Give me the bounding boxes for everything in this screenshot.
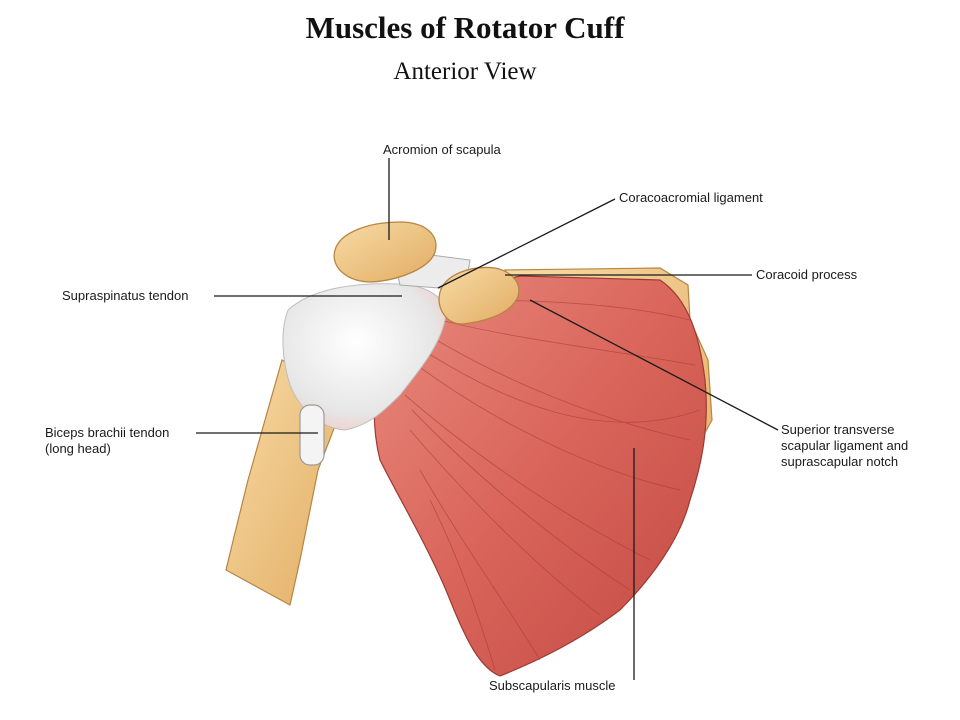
label-biceps-line1: Biceps brachii tendon [45,425,170,440]
muscle-fibers [404,299,701,671]
label-superior-line1: Superior transverse [781,422,895,437]
label-superior-line2: scapular ligament and [781,438,909,453]
label-superior-transverse: Superior transverse scapular ligament an… [781,422,908,470]
coracoid-shape [438,266,520,325]
label-acromion: Acromion of scapula [383,142,501,157]
label-coracoid-process: Coracoid process [756,267,858,282]
leader-superior [529,299,779,431]
label-subscapularis-muscle: Subscapularis muscle [489,678,616,693]
label-superior-line3: suprascapular notch [781,454,899,469]
supraspinatus-tendon-shape [282,283,447,431]
page-subtitle: Anterior View [393,58,537,85]
biceps-tendon-shape [299,404,325,466]
label-biceps-line2: (long head) [45,441,111,456]
label-supraspinatus-tendon: Supraspinatus tendon [62,288,189,303]
page-title: Muscles of Rotator Cuff [305,10,625,45]
label-biceps-brachii-tendon: Biceps brachii tendon (long head) [45,425,169,457]
label-coracoacromial-ligament: Coracoacromial ligament [619,190,763,205]
subscapularis-muscle-shape [373,275,707,677]
leader-coracoacromial [437,198,616,289]
leader-lines [196,158,779,680]
acromion-shape [333,221,437,283]
